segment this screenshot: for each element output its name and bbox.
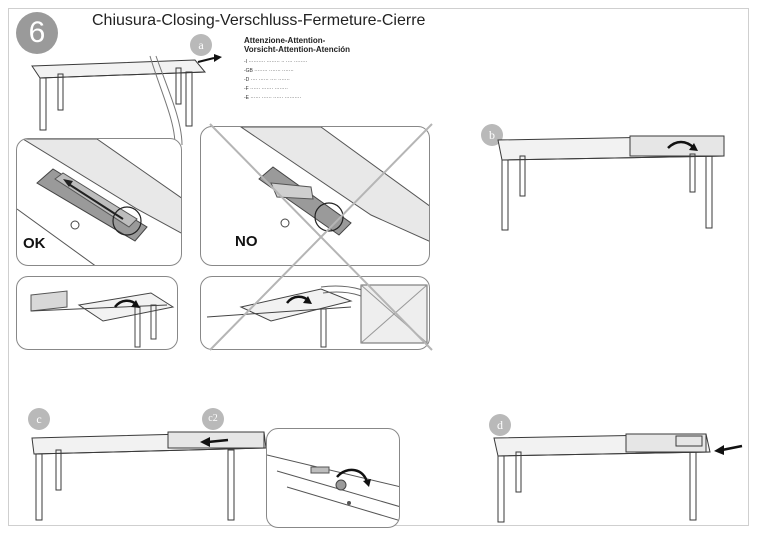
attention-title-line1: Attenzione-Attention- [244, 36, 326, 45]
no-table-panel [200, 276, 430, 350]
substep-a-badge: a [190, 34, 212, 56]
c1-detail-panel [266, 428, 400, 528]
ok-label: OK [23, 235, 46, 252]
no-label: NO [235, 233, 258, 250]
attention-item: -F ······ ······· ········ [244, 86, 288, 92]
substep-d-badge: d [489, 414, 511, 436]
page-title: Chiusura-Closing-Verschluss-Fermeture-Ci… [92, 12, 426, 29]
substep-c-badge: c [28, 408, 50, 430]
attention-item: -D ···· ······ ···· ······· [244, 77, 290, 83]
table-a-illustration [31, 55, 207, 146]
attention-title-line2: Vorsicht-Attention-Atención [244, 45, 351, 54]
step-number-badge: 6 [16, 12, 58, 54]
attention-item: -E ······ ······ ······ ·········· [244, 95, 302, 101]
table-b-illustration [497, 135, 725, 231]
attention-item: -GB ········ ······· ······· [244, 68, 294, 74]
ok-detail-panel: OK [16, 138, 182, 266]
table-c-illustration [31, 431, 267, 521]
substep-c2-badge: c2 [202, 408, 224, 430]
attention-title: Attenzione-Attention- Vorsicht-Attention… [244, 36, 350, 54]
substep-b-badge: b [481, 124, 503, 146]
ok-table-panel [16, 276, 178, 350]
table-d-illustration [493, 433, 743, 523]
attention-item: -I ·········· ········ ·· ···· ········ [244, 59, 308, 65]
attention-list: -I ·········· ········ ·· ···· ········ … [244, 58, 307, 103]
